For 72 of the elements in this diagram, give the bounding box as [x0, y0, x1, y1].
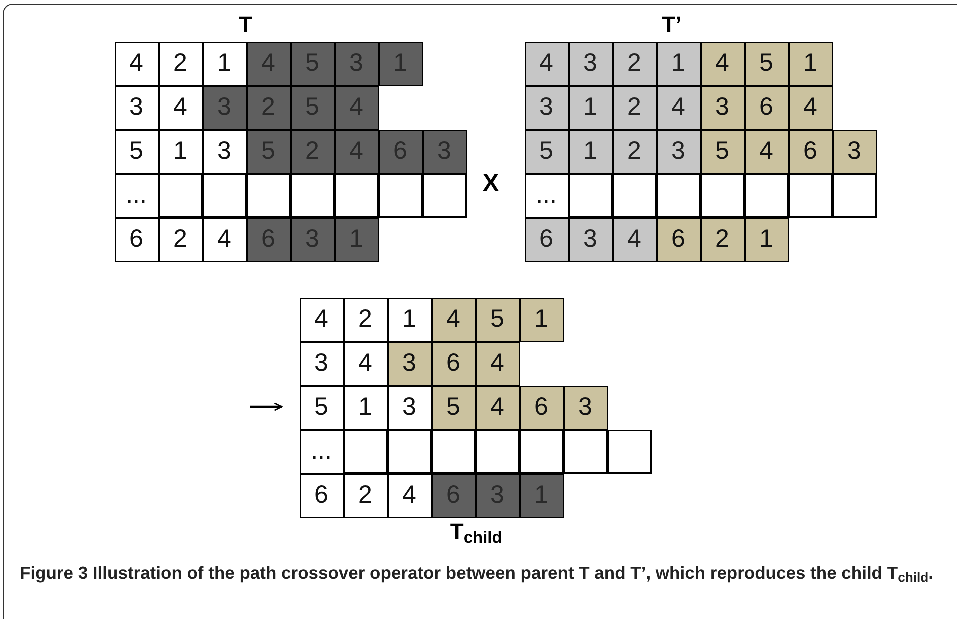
- table-cell: 4: [388, 474, 432, 518]
- table-cell: 1: [744, 218, 788, 262]
- table-cell: 1: [388, 298, 432, 342]
- table-cell: 4: [612, 218, 656, 262]
- table-cell: 3: [564, 386, 608, 430]
- table-cell: 4: [476, 386, 520, 430]
- table-cell: 6: [788, 130, 832, 174]
- table-cell: 4: [524, 42, 568, 86]
- table-cell: 2: [344, 298, 388, 342]
- table-cell: 4: [788, 86, 832, 130]
- table-cell: 3: [832, 130, 876, 174]
- table-cell: 2: [344, 474, 388, 518]
- table-cell: 4: [744, 130, 788, 174]
- table-cell: 3: [202, 130, 246, 174]
- table-cell: 1: [656, 42, 700, 86]
- arrow: [250, 402, 283, 412]
- table-cell: 2: [158, 218, 202, 262]
- table-cell: 1: [568, 130, 612, 174]
- table-cell: 2: [612, 42, 656, 86]
- table-cell: 1: [202, 42, 246, 86]
- table-cell: 3: [388, 386, 432, 430]
- table-cell: 5: [114, 130, 158, 174]
- table-cell: 1: [568, 86, 612, 130]
- table-cell: 6: [656, 218, 700, 262]
- table-cell: 4: [700, 42, 744, 86]
- figure-caption: Figure 3 Illustration of the path crossover operator between parent T and T’, which reproduces the child T$_{child}$.: [20, 562, 935, 586]
- table-cell: 6: [432, 342, 476, 386]
- table-cell: 2: [700, 218, 744, 262]
- table-cell: 5: [744, 42, 788, 86]
- path-table: [523, 14, 878, 263]
- table-cell: 3: [524, 86, 568, 130]
- table-cell: 5: [300, 386, 344, 430]
- table-cell: ...: [300, 430, 344, 474]
- table-cell: 5: [476, 298, 520, 342]
- table-cell: 3: [568, 218, 612, 262]
- table-cell: 6: [520, 386, 564, 430]
- table-cell: 4: [476, 342, 520, 386]
- table-cell: 4: [300, 298, 344, 342]
- table-title: T$_{child}$: [450, 521, 502, 543]
- table-title: T: [239, 14, 252, 36]
- table-cell: 6: [114, 218, 158, 262]
- table-cell: 3: [388, 342, 432, 386]
- table-cell: 1: [344, 386, 388, 430]
- table-cell: 4: [202, 218, 246, 262]
- table-cell: 2: [612, 130, 656, 174]
- table-cell: 4: [158, 86, 202, 130]
- path-table: [113, 14, 468, 263]
- table-cell: 5: [524, 130, 568, 174]
- table-cell: ...: [114, 174, 158, 218]
- table-cell: 4: [114, 42, 158, 86]
- table-cell: 4: [432, 298, 476, 342]
- table-title: T’: [662, 14, 682, 36]
- path-table: [298, 296, 653, 545]
- table-cell: 3: [700, 86, 744, 130]
- table-cell: 1: [158, 130, 202, 174]
- table-cell: 6: [744, 86, 788, 130]
- table-cell: 1: [520, 298, 564, 342]
- table-cell: 3: [656, 130, 700, 174]
- crossover-symbol: X: [483, 172, 500, 196]
- table-cell: 2: [612, 86, 656, 130]
- table-cell: 6: [300, 474, 344, 518]
- table-cell: 6: [524, 218, 568, 262]
- table-cell: 5: [700, 130, 744, 174]
- table-cell: ...: [524, 174, 568, 218]
- table-cell: 3: [300, 342, 344, 386]
- table-cell: 3: [568, 42, 612, 86]
- table-cell: 1: [788, 42, 832, 86]
- table-cell: 3: [114, 86, 158, 130]
- table-cell: 4: [656, 86, 700, 130]
- table-cell: 5: [432, 386, 476, 430]
- table-cell: 4: [344, 342, 388, 386]
- table-cell: 2: [158, 42, 202, 86]
